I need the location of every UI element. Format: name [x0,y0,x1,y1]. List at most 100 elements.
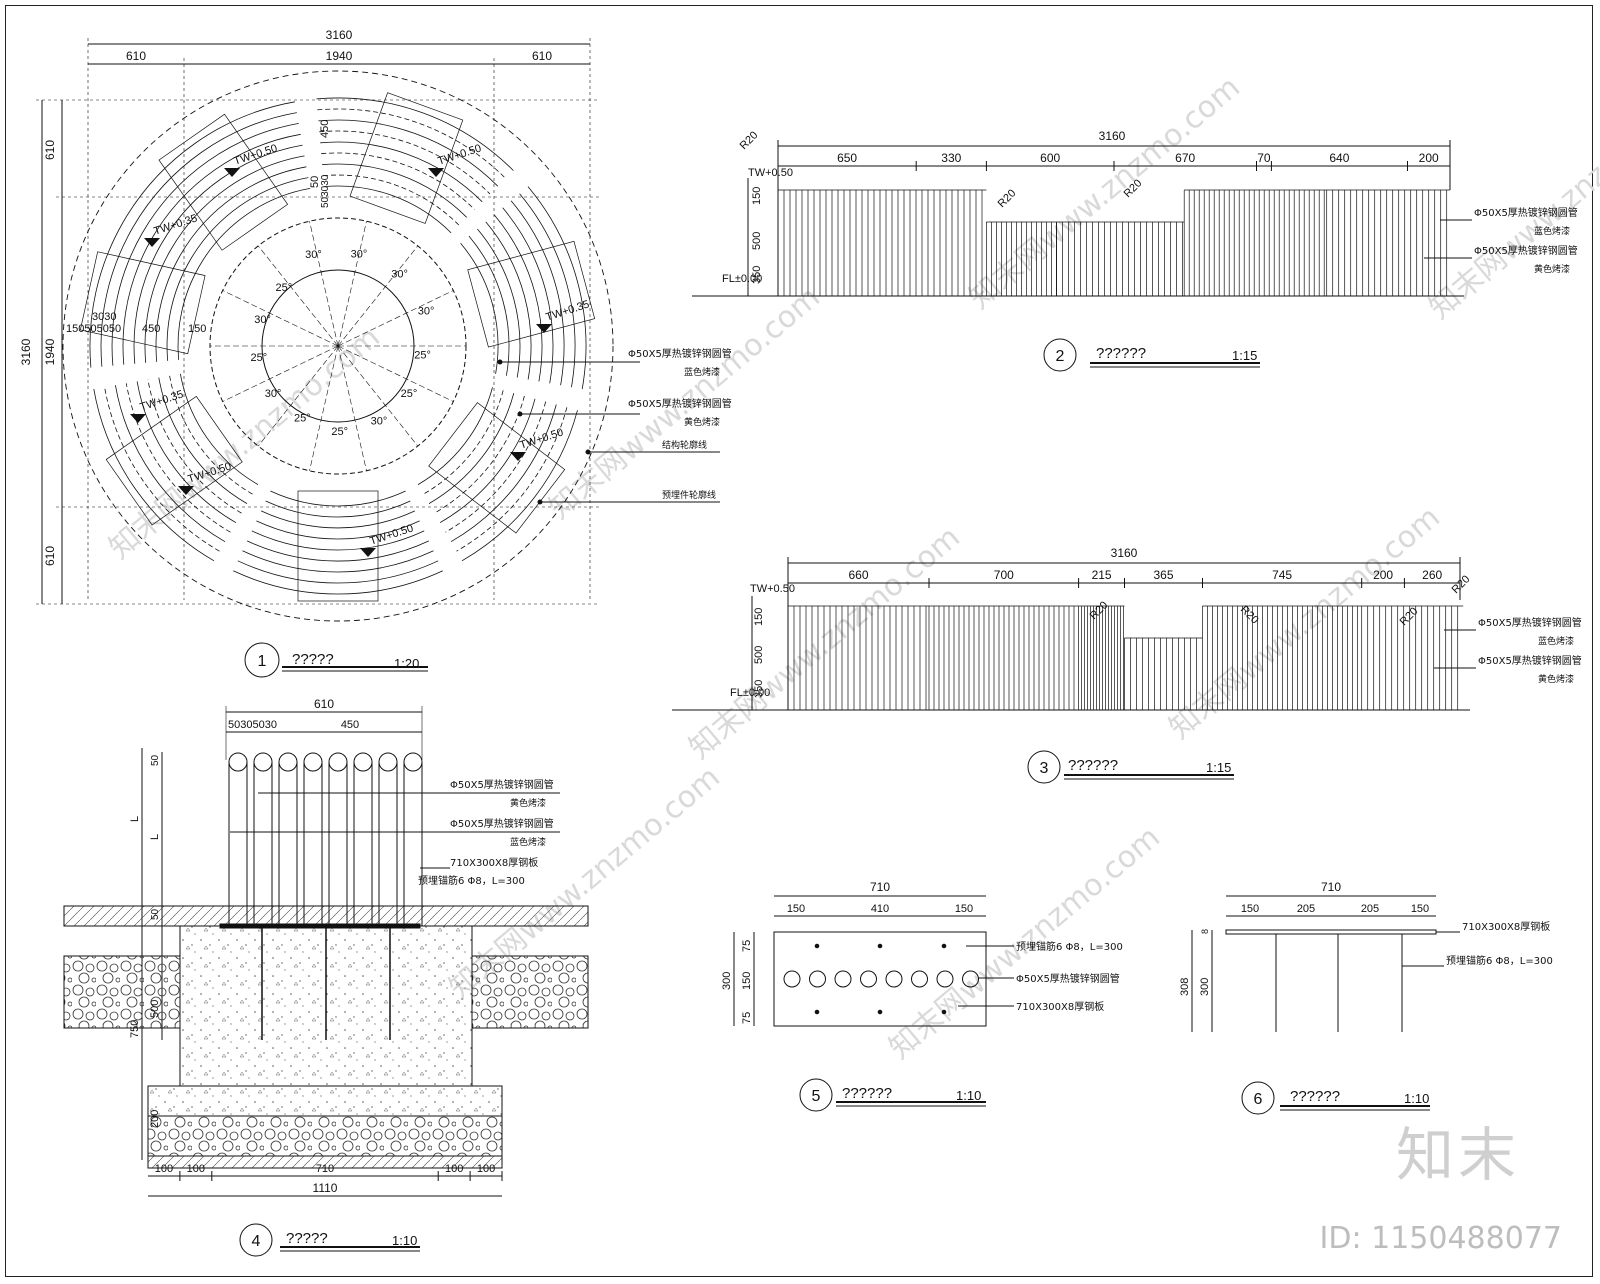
pipe-hole [860,970,877,988]
radial-line [257,345,339,447]
sec4-title-text: ????? [286,1230,328,1247]
dim-segment: 365 [1153,568,1173,582]
radial-line [337,245,419,347]
plate6-labels: 710 150 205 205 150 8 300 308 710X300X8厚… [1179,880,1553,1108]
angle-label: 25° [294,413,311,425]
seat-tube-arc [170,155,305,250]
elev3-fl: FL±0.00 [730,687,770,699]
seat-tube-arc [450,404,557,543]
seat-tube-arc [180,166,307,256]
plate5-note-anchor: 预埋锚筋6 Φ8，L=300 [1016,940,1123,953]
elev3-vdim-500: 500 [753,646,765,664]
elev2-note-yellow-1: Φ50X5厚热镀锌钢圆管 [1474,244,1578,257]
elev3-note-yellow-1: Φ50X5厚热镀锌钢圆管 [1478,654,1582,667]
seat-tube-arc [122,238,153,365]
plate6-title-text: ?????? [1290,1088,1340,1105]
seat-outline [79,251,206,355]
elev2-r2: R20 [996,187,1019,210]
pipe-hole [911,970,928,988]
plate5-note-pipe: Φ50X5厚热镀锌钢圆管 [1016,972,1120,985]
plan-note-blue-1: Φ50X5厚热镀锌钢圆管 [628,347,732,360]
seat-tube-arc [141,123,299,234]
elev2-tw: TW+0.50 [748,167,793,179]
plate6-title-num: 6 [1254,1091,1263,1108]
seat-tube-arc [160,144,303,245]
anchor-dot [814,1009,820,1015]
dim-segment: 745 [1272,568,1292,582]
seat-tube-arc [233,570,443,595]
tube-bend [303,752,323,772]
seat-tube-arc [461,410,578,562]
angle-label: 25° [331,426,348,438]
seat-tube-arc [417,387,493,485]
elev3-note-blue-1: Φ50X5厚热镀锌钢圆管 [1478,616,1582,629]
plan-dim-total: 3160 [326,28,353,42]
plate5-note-plate: 710X300X8厚钢板 [1016,1000,1104,1013]
plan-dim-right: 610 [532,49,552,63]
plate5-dim-150b: 150 [955,903,973,915]
plate6-dim-150b: 150 [1411,903,1429,915]
anchor-dot [814,943,820,949]
dim-segment: 100 [445,1163,463,1175]
seat-tube-arc [251,530,425,551]
angle-label: 30° [371,416,388,428]
dim-segment: 670 [1175,151,1195,165]
radial-line [337,345,367,471]
elev2-title-num: 2 [1056,348,1065,365]
seat-tube-arc [439,398,536,524]
angle-label: 30° [418,306,435,318]
plate6-title-scale: 1:10 [1404,1091,1429,1106]
plan-note-yellow-1: Φ50X5厚热镀锌钢圆管 [628,397,732,410]
angle-label: 25° [250,352,267,364]
anchor-dot [877,943,883,949]
plan-note-struct: 结构轮廓线 [662,439,707,451]
seat-tube-arc [265,500,411,518]
dim-segment: 260 [1422,568,1442,582]
radial-line [337,221,367,347]
tube-bend [403,752,423,772]
seat-tube-arc [144,249,172,363]
elev3-vdim-150: 150 [753,608,765,626]
seat-tube-arc [133,243,162,364]
plan-title-text: ????? [292,651,334,668]
seat-tube-arc [256,520,420,540]
sec4-dim-450: 450 [341,719,359,731]
seat-tube-arc [323,174,460,226]
tube-bend [378,752,398,772]
seat-tube-arc [317,108,506,179]
seat-tube-arc [115,385,226,543]
sec4-note-blue-1: Φ50X5厚热镀锌钢圆管 [450,817,554,830]
tube-bend [253,752,273,772]
plate5-vdim-total: 300 [721,972,733,990]
dim-segment: 200 [1419,151,1439,165]
seat-tube-arc [199,188,311,267]
plan-vdim-mid: 1940 [43,338,57,365]
level-marker-icon [428,168,444,177]
plate6-dim-150a: 150 [1241,903,1259,915]
seat-outline [158,113,289,251]
seat-tube-arc [319,130,491,195]
elev3-title-num: 3 [1040,760,1049,777]
plan-title-num: 1 [258,653,267,670]
sec4-note-plate: 710X300X8厚钢板 [450,856,538,869]
seat-tube-arc [125,383,231,533]
watermark-text: 知末网www.znzmo.com [1423,80,1600,326]
seat-tube-arc [122,101,295,223]
seat-outline [105,395,243,526]
plan-dim-seat-3030: 503030 [320,174,331,208]
seat-tube-arc [423,390,504,495]
plan-dim-left: 610 [126,49,146,63]
angle-label: 25° [275,282,292,294]
plate6-dim-205a: 205 [1297,903,1315,915]
angle-label: 25° [414,350,431,362]
section-4 [63,706,589,1257]
seat-tube-arc [237,560,439,584]
level-marker-icon [360,548,376,557]
seat-outline [467,240,596,348]
seat-tube-arc [318,119,499,187]
anchor-dot [941,1009,947,1015]
dim-segment: 650 [837,151,857,165]
seat-tube-arc [189,177,309,261]
seat-tube-arc [493,214,543,382]
